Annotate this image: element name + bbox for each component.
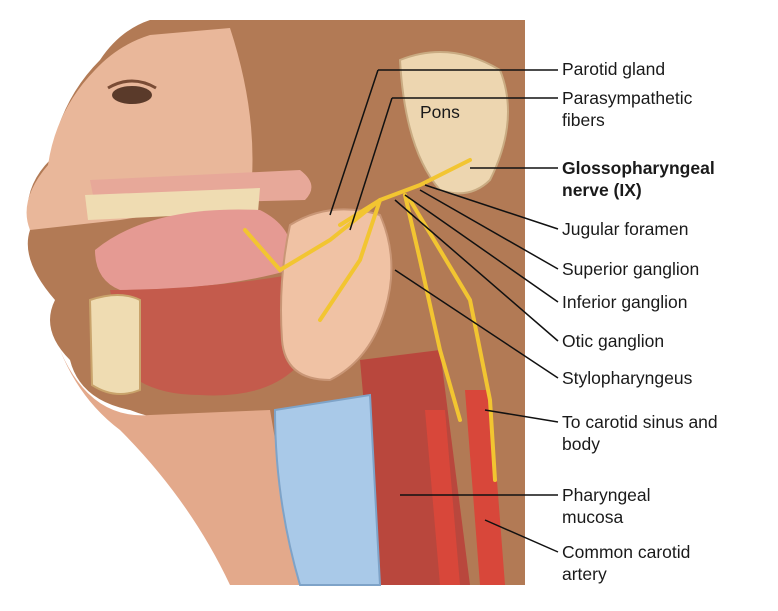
parotid-gland-label: Parotid gland <box>562 58 665 80</box>
parotid-gland-label-line: Parotid gland <box>562 59 666 79</box>
jugular-foramen-label-line: Jugular foramen <box>562 219 689 239</box>
oral-muscles <box>110 275 310 396</box>
parasympathetic-fibers-label-line: fibers <box>562 110 605 130</box>
pharyngeal-mucosa-label-line: Pharyngeal <box>562 485 651 505</box>
otic-ganglion-label: Otic ganglion <box>562 330 664 352</box>
leader-lines <box>329 69 559 553</box>
larynx-cartilage <box>273 393 382 586</box>
tongue <box>95 209 292 290</box>
inferior-ganglion-label-line: Inferior ganglion <box>562 292 688 312</box>
superior-ganglion-label: Superior ganglion <box>562 258 699 280</box>
stylopharyngeus-label-line: Stylopharyngeus <box>562 368 693 388</box>
pharyngeal-mucosa-label-line: mucosa <box>562 507 624 527</box>
carotid-sinus-label-line: body <box>562 434 600 454</box>
glossopharyngeal-nerve-label-line: nerve (IX) <box>562 180 642 200</box>
inferior-ganglion-label: Inferior ganglion <box>562 291 688 313</box>
common-carotid-artery-label-line: artery <box>562 564 607 584</box>
carotid-artery <box>465 390 505 585</box>
pons-label: Pons <box>420 102 460 122</box>
glossopharyngeal-nerve-label-line: Glossopharyngeal <box>562 158 715 178</box>
stylopharyngeus-label: Stylopharyngeus <box>562 367 692 389</box>
external-carotid <box>425 410 460 585</box>
common-carotid-artery-label-line: Common carotid <box>562 542 691 562</box>
pons-shape <box>398 51 509 195</box>
glossopharyngeal-nerve-path <box>243 158 497 482</box>
superior-ganglion-label-line: Superior ganglion <box>562 259 700 279</box>
neck-skin <box>60 350 300 585</box>
carotid-sinus-label-line: To carotid sinus and <box>562 412 718 432</box>
mandible <box>88 294 141 395</box>
eye <box>112 86 152 104</box>
parasympathetic-fibers-label-line: Parasympathetic <box>562 88 693 108</box>
jugular-foramen-label: Jugular foramen <box>562 218 688 240</box>
otic-ganglion-label-line: Otic ganglion <box>562 331 665 351</box>
